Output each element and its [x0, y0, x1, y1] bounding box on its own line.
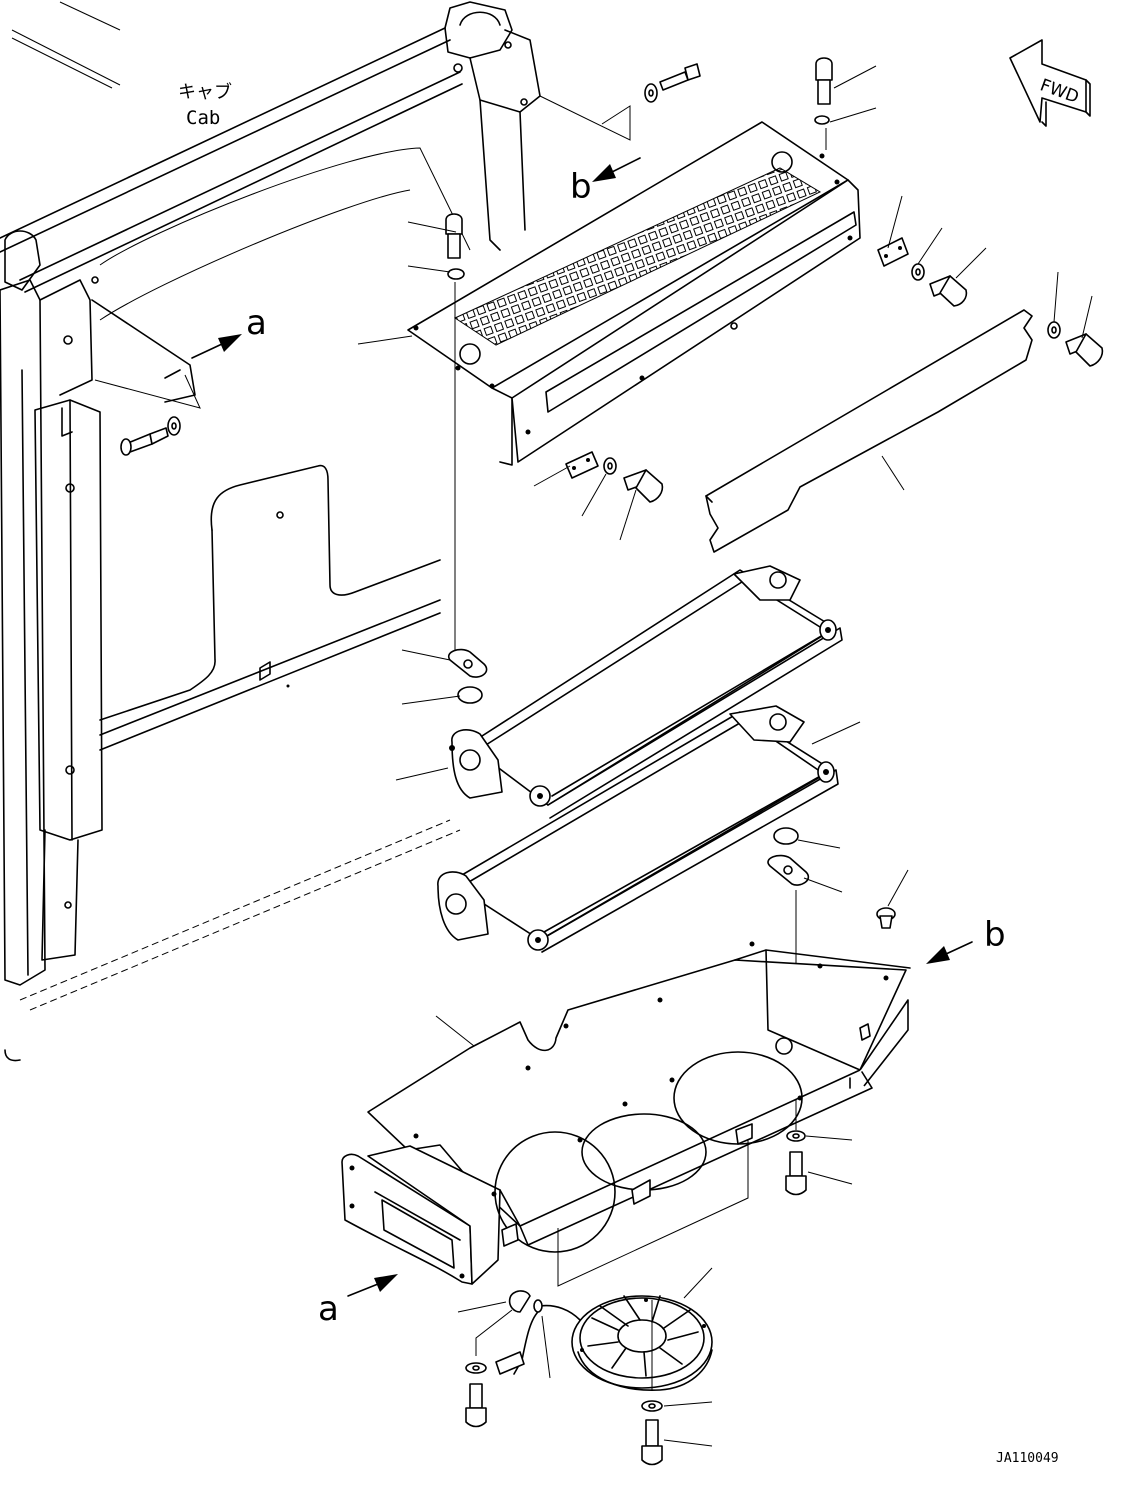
bolt-cab-left	[120, 416, 181, 456]
harness-clip	[508, 1290, 531, 1313]
washer-fan-bottom	[641, 1400, 663, 1412]
view-arrow-a-lower	[347, 1274, 398, 1297]
view-label-b-right: b	[984, 915, 1006, 955]
view-arrow-a-upper	[191, 334, 242, 359]
side-plate	[705, 309, 1033, 553]
fan-shroud-housing	[341, 941, 911, 1285]
bolt-left-cover	[623, 469, 664, 503]
bolt-top-vertical	[814, 57, 833, 125]
bolt-cab-top	[644, 63, 701, 103]
washer-right-cover	[911, 263, 925, 281]
top-mesh-cover	[407, 121, 861, 466]
cab-label-en: Cab	[186, 107, 220, 129]
fan-motor	[571, 1295, 713, 1391]
view-label-a-upper: a	[246, 303, 267, 343]
washer-fan-left	[465, 1362, 487, 1374]
bolt-fan-left	[465, 1383, 487, 1428]
leader-lines	[357, 65, 1093, 1447]
washer-side-plate	[1047, 321, 1061, 339]
view-label-a-lower: a	[318, 1289, 339, 1329]
upper-cooler-core	[449, 565, 843, 819]
o-ring-lower	[773, 827, 799, 845]
view-arrow-b-top	[592, 157, 641, 182]
bolt-side-plate	[1065, 333, 1104, 367]
o-ring-upper	[457, 686, 483, 704]
bolt-fan-bottom	[641, 1419, 663, 1466]
lower-cooler-core	[437, 705, 839, 953]
drawing-code: JA110049	[996, 1451, 1059, 1466]
bolt-right-cover	[929, 275, 968, 307]
bolt-lower-right	[785, 1151, 807, 1196]
flange-upper	[447, 648, 488, 678]
washer-left-cover	[603, 457, 617, 475]
washer-lower-right	[786, 1130, 806, 1142]
bolt-left-vertical	[445, 213, 465, 280]
cab-frame	[0, 1, 631, 1062]
fan-wire-harness	[495, 1299, 581, 1375]
clip-right	[877, 237, 909, 267]
fwd-arrow-icon	[1009, 39, 1091, 127]
flange-lower	[767, 854, 810, 886]
cab-label-jp: キャブ	[178, 81, 232, 103]
bolt-screw-top	[876, 907, 896, 929]
view-label-b-top: b	[570, 167, 592, 207]
clip-left	[565, 451, 599, 479]
view-arrow-b-right	[926, 941, 973, 964]
